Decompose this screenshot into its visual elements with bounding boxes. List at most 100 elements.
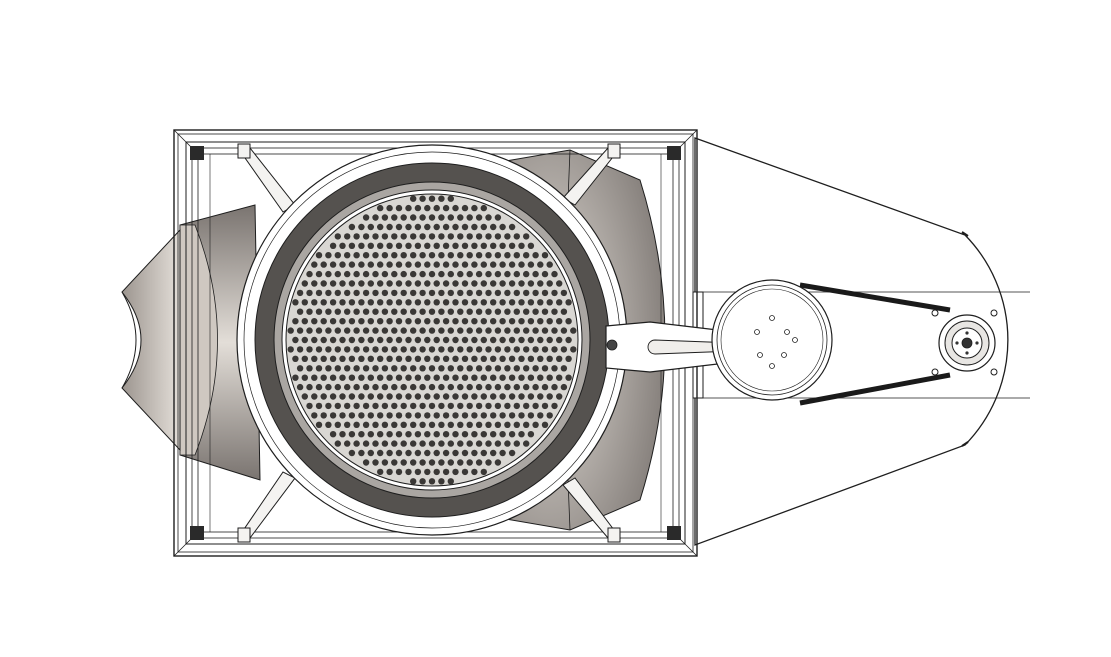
screen-hole	[447, 402, 454, 410]
screen-hole	[556, 393, 563, 400]
screen-hole	[395, 374, 403, 381]
screen-hole	[386, 204, 393, 212]
screen-hole	[311, 261, 318, 268]
screen-hole	[414, 393, 422, 400]
screen-hole	[414, 431, 422, 438]
screen-hole	[301, 280, 308, 287]
screen-hole	[508, 299, 516, 306]
screen-hole	[372, 440, 379, 447]
screen-hole	[457, 402, 464, 410]
screen-hole	[381, 308, 389, 315]
screen-hole	[471, 468, 478, 476]
screen-hole	[424, 318, 431, 325]
screen-hole	[438, 233, 445, 240]
screen-hole	[410, 233, 417, 240]
screen-hole	[499, 318, 506, 325]
screen-hole	[405, 318, 412, 325]
screen-hole	[494, 308, 502, 315]
screen-hole	[353, 233, 360, 240]
screen-hole	[537, 318, 544, 325]
screen-hole	[438, 289, 445, 297]
screen-hole	[452, 374, 459, 381]
screen-hole	[480, 355, 487, 362]
screen-hole	[367, 280, 374, 287]
screen-hole	[452, 393, 459, 400]
screen-hole	[414, 299, 422, 306]
screen-hole	[367, 299, 374, 306]
screen-hole	[527, 242, 535, 249]
screen-hole	[424, 204, 431, 212]
screen-hole	[329, 299, 337, 306]
screen-hole	[329, 355, 337, 362]
screen-hole	[433, 242, 440, 249]
screen-hole	[565, 374, 572, 381]
screen-hole	[447, 383, 454, 391]
screen-hole	[546, 261, 553, 268]
screen-hole	[518, 336, 525, 344]
screen-hole	[537, 261, 544, 268]
screen-hole	[301, 393, 308, 400]
screen-hole	[329, 393, 337, 400]
screen-hole	[400, 289, 407, 297]
screen-hole	[471, 242, 478, 249]
screen-hole	[442, 412, 450, 419]
screen-hole	[339, 336, 346, 344]
screen-hole	[565, 336, 572, 344]
screen-hole	[410, 440, 417, 447]
screen-hole	[485, 346, 492, 353]
screen-hole	[405, 468, 412, 476]
screen-hole	[433, 393, 440, 400]
screen-hole	[471, 223, 478, 231]
screen-hole	[447, 440, 454, 447]
screen-hole	[372, 421, 379, 428]
screen-hole	[466, 459, 473, 466]
screen-hole	[339, 374, 346, 381]
screen-hole	[377, 468, 384, 476]
screen-hole	[499, 412, 506, 419]
screen-hole	[367, 412, 374, 419]
screen-hole	[527, 393, 535, 400]
screen-hole	[480, 261, 487, 268]
screen-hole	[532, 365, 539, 372]
screen-hole	[334, 383, 341, 391]
screen-hole	[461, 318, 469, 325]
screen-hole	[315, 308, 323, 315]
screen-hole	[442, 374, 450, 381]
screen-hole	[377, 299, 384, 306]
screen-hole	[339, 412, 346, 419]
screen-hole	[400, 346, 407, 353]
screen-hole	[560, 289, 568, 297]
screen-hole	[296, 308, 304, 315]
screen-hole	[367, 393, 374, 400]
screen-hole	[391, 365, 398, 372]
screen-hole	[372, 289, 379, 297]
screen-hole	[513, 270, 520, 278]
screen-hole	[419, 421, 426, 428]
screen-hole	[362, 233, 370, 240]
screen-hole	[344, 270, 351, 278]
screen-hole	[362, 327, 370, 334]
screen-hole	[523, 308, 530, 315]
screen-hole	[315, 383, 323, 391]
screen-hole	[499, 223, 506, 231]
screen-hole	[348, 336, 356, 344]
screen-hole	[551, 346, 558, 353]
screen-hole	[546, 336, 553, 344]
screen-hole	[386, 299, 393, 306]
screen-hole	[414, 374, 422, 381]
screen-hole	[523, 402, 530, 410]
screen-hole	[499, 336, 506, 344]
screen-hole	[424, 280, 431, 287]
screen-hole	[471, 299, 478, 306]
screen-hole	[508, 223, 516, 231]
screen-hole	[348, 355, 356, 362]
screen-hole	[377, 393, 384, 400]
screen-hole	[386, 393, 393, 400]
screen-hole	[475, 365, 483, 372]
screen-hole	[508, 412, 516, 419]
screen-hole	[508, 242, 516, 249]
screen-hole	[410, 478, 417, 485]
screen-hole	[475, 327, 483, 334]
screen-hole	[334, 252, 341, 259]
screen-hole	[414, 355, 422, 362]
